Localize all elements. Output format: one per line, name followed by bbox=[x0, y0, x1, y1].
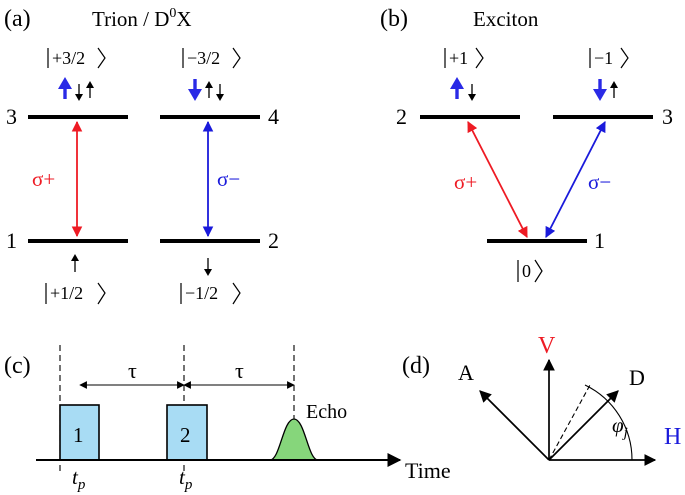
sigma-minus-label-b: σ− bbox=[588, 170, 611, 194]
sigma-plus-label-b: σ+ bbox=[454, 170, 477, 194]
sigma-plus-label-a: σ+ bbox=[32, 167, 55, 191]
exciton-level-2-label: 2 bbox=[396, 104, 407, 129]
ket-minus-1-label: −1 bbox=[594, 48, 613, 68]
v-label: V bbox=[538, 333, 556, 359]
echo-pulse bbox=[269, 418, 319, 461]
level-3-label: 3 bbox=[6, 104, 17, 129]
spin-arrow-level-2 bbox=[204, 258, 212, 276]
ket-plus-1-2: +1/2 bbox=[45, 282, 106, 305]
ket-zero: 0 bbox=[517, 259, 543, 283]
level-4-label: 4 bbox=[268, 104, 279, 129]
tp-label-1-main: t bbox=[72, 465, 79, 489]
sigma-minus-transition-b bbox=[545, 121, 606, 238]
pulse-2-label: 2 bbox=[180, 423, 191, 447]
panel-d: (d) V A D H φj bbox=[402, 333, 681, 466]
tp-label-2: tp bbox=[179, 465, 193, 493]
echo-label: Echo bbox=[306, 401, 347, 423]
angle-label-sub: j bbox=[622, 425, 628, 441]
a-axis-arrow bbox=[479, 390, 550, 461]
tp-label-2-sub: p bbox=[184, 477, 193, 493]
panel-c-label: (c) bbox=[4, 353, 31, 379]
d-axis-arrow bbox=[548, 390, 619, 461]
panel-a-title-main: Trion / D bbox=[92, 7, 169, 31]
ket-minus-1-2: −1/2 bbox=[180, 282, 241, 305]
ket-minus-1-2-label: −1/2 bbox=[185, 283, 218, 303]
polarization-dashed-line bbox=[548, 384, 591, 461]
angle-label-main: φ bbox=[612, 413, 624, 437]
sigma-minus-label-a: σ− bbox=[217, 167, 240, 191]
panel-a-title-sup: 0 bbox=[169, 6, 176, 21]
panel-d-label: (d) bbox=[402, 353, 430, 379]
panel-a-label: (a) bbox=[4, 6, 31, 32]
pulse-2 bbox=[166, 404, 208, 461]
ket-zero-label: 0 bbox=[522, 261, 531, 281]
panel-c: (c) τ τ 1 2 Echo Time tp tp bbox=[4, 345, 451, 493]
ket-plus-1: +1 bbox=[444, 47, 484, 69]
angle-label: φj bbox=[612, 413, 628, 441]
tp-label-1: tp bbox=[72, 465, 86, 493]
panel-b-title: Exciton bbox=[473, 7, 539, 31]
ket-minus-3-2: −3/2 bbox=[182, 47, 241, 69]
ket-minus-3-2-label: −3/2 bbox=[187, 48, 220, 68]
tp-label-1-sub: p bbox=[77, 477, 86, 493]
d-label: D bbox=[629, 365, 645, 390]
tau-label-2: τ bbox=[235, 358, 244, 383]
ket-plus-1-label: +1 bbox=[449, 48, 468, 68]
panel-a: (a) Trion / D0X +3/2 −3/2 bbox=[4, 6, 279, 305]
panel-b-label: (b) bbox=[380, 6, 408, 32]
tau-label-1: τ bbox=[128, 358, 137, 383]
pulse-1 bbox=[59, 404, 100, 461]
level-2-label: 2 bbox=[268, 228, 279, 253]
spin-arrows-level-3 bbox=[58, 77, 94, 101]
exciton-level-1-label: 1 bbox=[594, 228, 605, 253]
panel-a-title-tail: X bbox=[176, 7, 191, 31]
panel-a-title: Trion / D0X bbox=[92, 6, 192, 31]
sigma-plus-transition-b bbox=[467, 121, 528, 238]
level-1-label: 1 bbox=[6, 228, 17, 253]
spin-arrows-level-4 bbox=[188, 79, 224, 101]
ket-plus-3-2: +3/2 bbox=[47, 47, 106, 69]
spin-arrows-exciton-level-3 bbox=[593, 79, 618, 101]
time-axis-label: Time bbox=[405, 458, 451, 483]
panel-b: (b) Exciton +1 −1 bbox=[380, 6, 673, 283]
angle-arc bbox=[584, 384, 633, 461]
spin-arrows-exciton-level-2 bbox=[450, 77, 476, 101]
exciton-level-3-label: 3 bbox=[662, 104, 673, 129]
tp-label-2-main: t bbox=[179, 465, 186, 489]
h-label: H bbox=[664, 424, 681, 450]
pulse-1-label: 1 bbox=[73, 423, 84, 447]
ket-plus-1-2-label: +1/2 bbox=[50, 283, 83, 303]
spin-arrow-level-1 bbox=[71, 254, 79, 272]
ket-minus-1: −1 bbox=[589, 47, 629, 69]
a-label: A bbox=[458, 360, 474, 385]
ket-plus-3-2-label: +3/2 bbox=[52, 48, 85, 68]
